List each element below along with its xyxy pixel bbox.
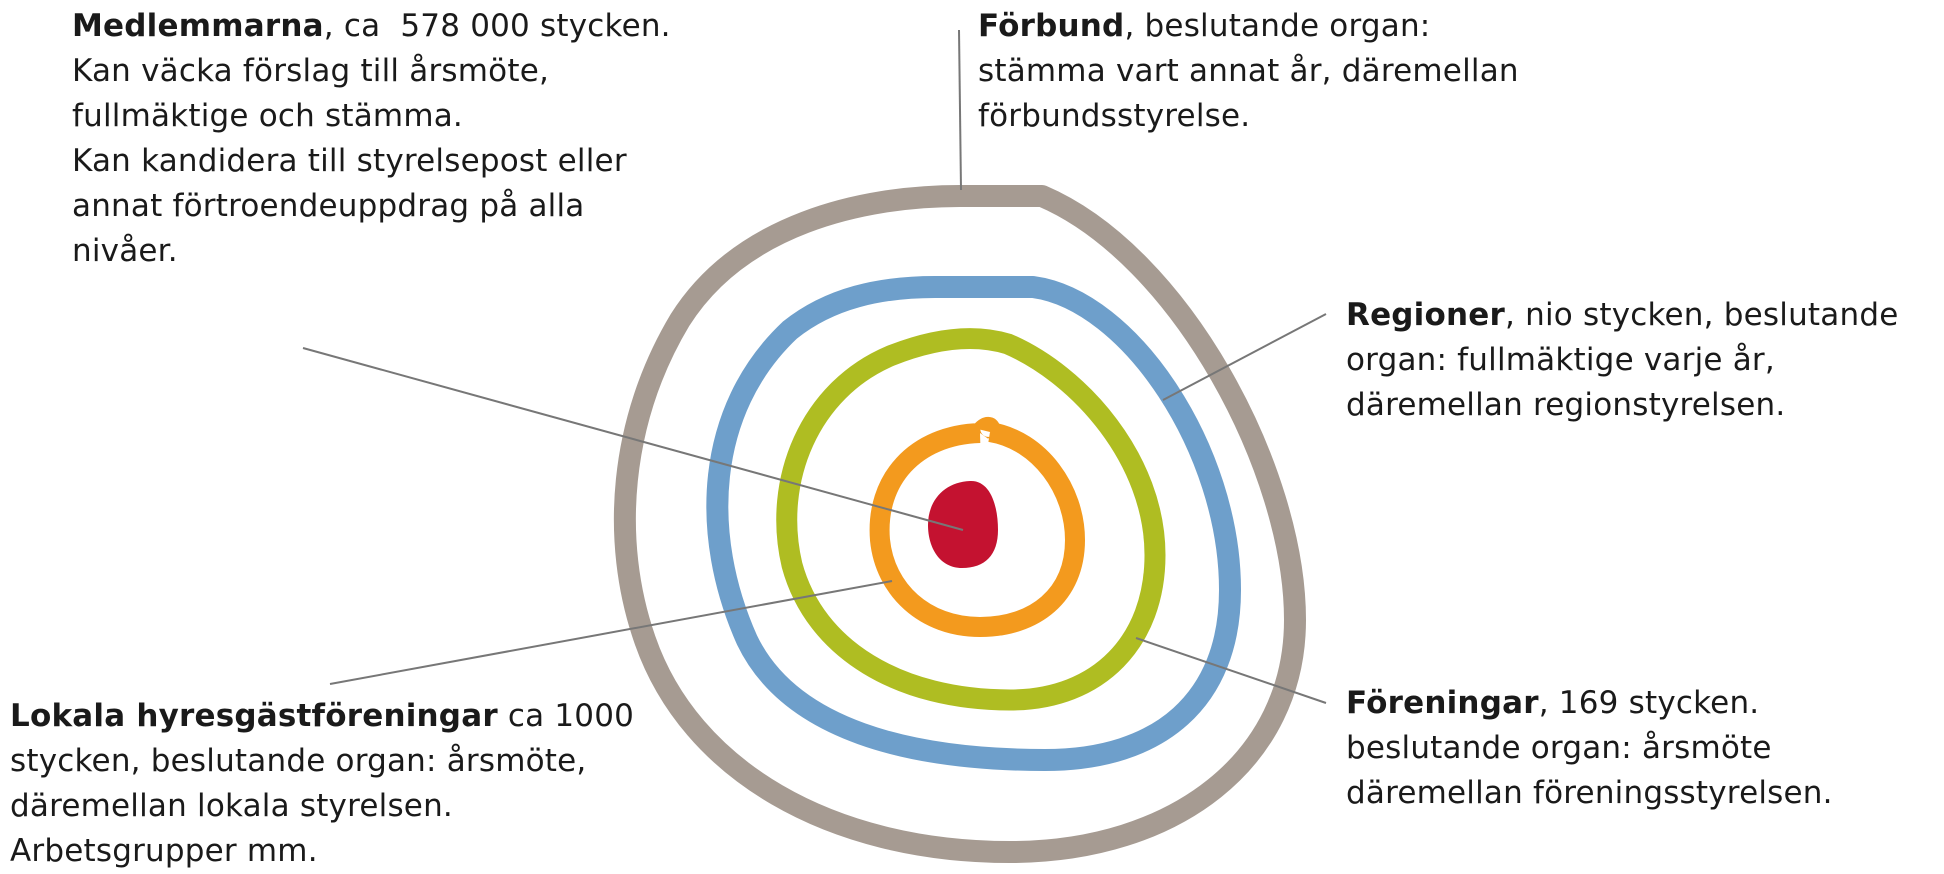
federation-connector-line bbox=[958, 29, 962, 191]
regions-callout-text: , nio stycken, beslutande organ: fullmäk… bbox=[1346, 297, 1909, 423]
members-callout: Medlemmarna, ca 578 000 stycken. Kan väc… bbox=[72, 4, 672, 274]
connector-lines bbox=[302, 29, 1327, 704]
federation-callout-title: Förbund bbox=[978, 8, 1125, 44]
local-callout-text: ca 1000 stycken, beslutande organ: årsmö… bbox=[10, 698, 645, 869]
local-connector-line bbox=[329, 580, 893, 685]
members-callout-title: Medlemmarna bbox=[72, 8, 324, 44]
regions-callout: Regioner, nio stycken, beslutande organ:… bbox=[1346, 293, 1944, 428]
associations-ring bbox=[776, 328, 1166, 711]
associations-callout: Föreningar, 169 stycken. beslutande orga… bbox=[1346, 681, 1866, 816]
members-core bbox=[928, 480, 998, 568]
regions-connector-line bbox=[1162, 313, 1327, 401]
associations-callout-title: Föreningar bbox=[1346, 685, 1539, 721]
local-callout-title: Lokala hyresgästföreningar bbox=[10, 698, 498, 734]
associations-callout-text: , 169 stycken. beslutande organ: årsmöte… bbox=[1346, 685, 1833, 811]
members-connector-line bbox=[302, 347, 964, 531]
associations-connector-line bbox=[1135, 637, 1327, 704]
federation-ring bbox=[613, 185, 1306, 863]
members-callout-text: , ca 578 000 stycken. Kan väcka förslag … bbox=[72, 8, 671, 269]
regions-ring bbox=[706, 276, 1241, 771]
local-callout: Lokala hyresgästföreningar ca 1000 styck… bbox=[10, 694, 650, 874]
regions-callout-title: Regioner bbox=[1346, 297, 1505, 333]
federation-callout-text: , beslutande organ: stämma vart annat år… bbox=[978, 8, 1519, 134]
federation-callout: Förbund, beslutande organ: stämma vart a… bbox=[978, 4, 1698, 139]
